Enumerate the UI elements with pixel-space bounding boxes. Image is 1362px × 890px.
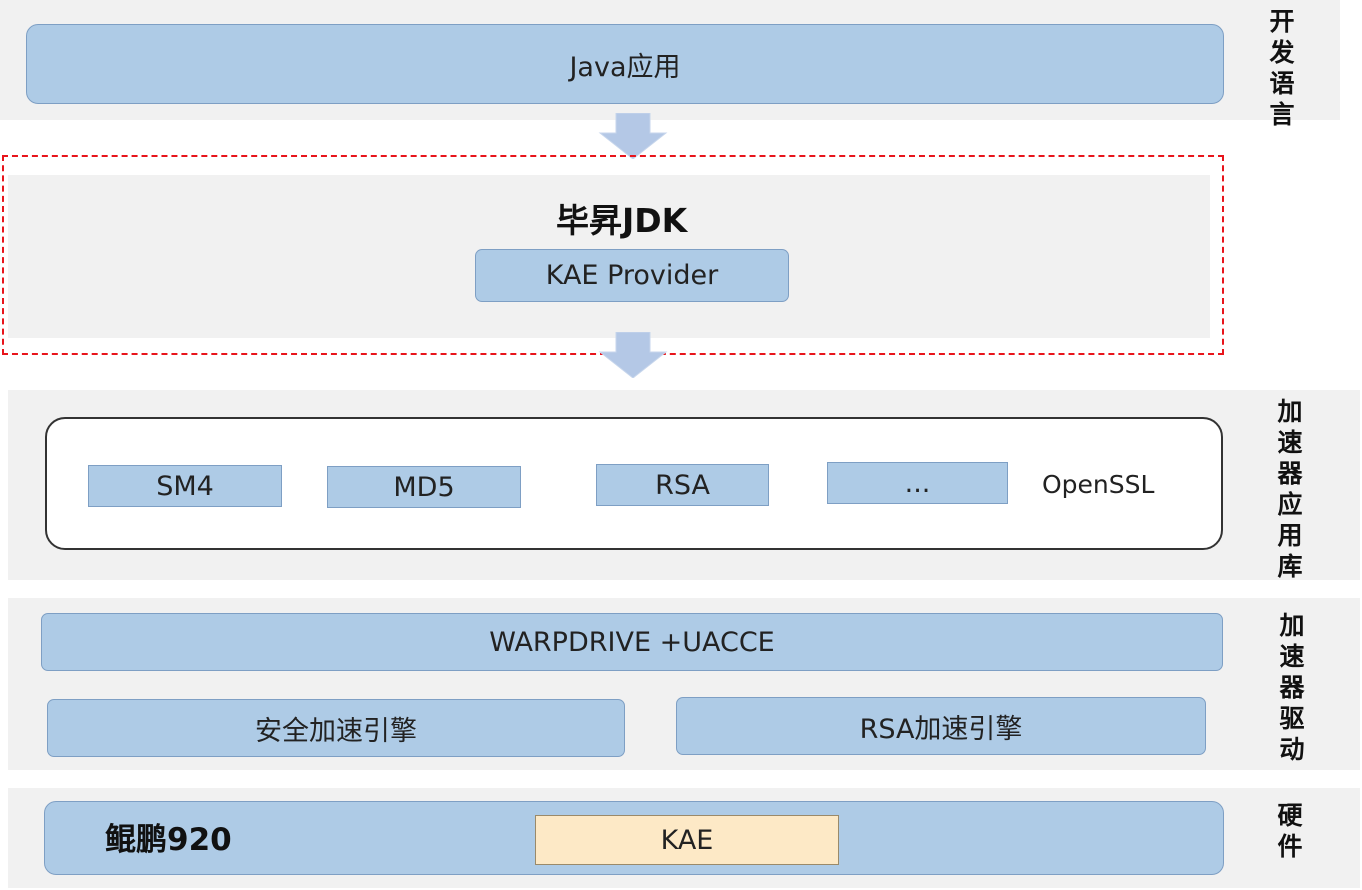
language-side-label: 开发语言	[1269, 7, 1295, 129]
security-engine-box: 安全加速引擎	[47, 699, 625, 757]
algorithm-box-more: ...	[827, 462, 1008, 504]
kae-label: KAE	[660, 824, 714, 856]
kunpeng-chip-label: 鲲鹏920	[105, 822, 232, 858]
java-app-label: Java应用	[569, 51, 681, 83]
kae-provider-box: KAE Provider	[475, 249, 789, 302]
algorithm-box-md5: MD5	[327, 466, 521, 508]
security-engine-label: 安全加速引擎	[255, 715, 417, 747]
down-arrow-icon-1	[598, 113, 668, 159]
hardware-side-label: 硬件	[1277, 801, 1303, 861]
app-library-side-label: 加速器应用库	[1277, 397, 1303, 581]
warpdrive-uacce-label: WARPDRIVE +UACCE	[489, 626, 775, 658]
warpdrive-uacce-box: WARPDRIVE +UACCE	[41, 613, 1223, 671]
algorithm-label-more: ...	[904, 467, 931, 499]
driver-side-label: 加速器驱动	[1279, 611, 1305, 764]
jdk-title: 毕昇JDK	[556, 201, 688, 240]
algorithm-box-rsa: RSA	[596, 464, 769, 506]
rsa-engine-label: RSA加速引擎	[859, 713, 1023, 745]
algorithm-label-md5: MD5	[393, 471, 455, 503]
rsa-engine-box: RSA加速引擎	[676, 697, 1206, 755]
algorithm-label-rsa: RSA	[655, 469, 710, 501]
kae-provider-label: KAE Provider	[545, 260, 719, 291]
java-app-box: Java应用	[26, 24, 1224, 104]
kae-box: KAE	[535, 815, 839, 865]
algorithm-box-sm4: SM4	[88, 465, 282, 507]
algorithm-label-sm4: SM4	[156, 470, 214, 502]
down-arrow-icon-2	[598, 332, 668, 378]
openssl-label: OpenSSL	[1042, 470, 1155, 499]
